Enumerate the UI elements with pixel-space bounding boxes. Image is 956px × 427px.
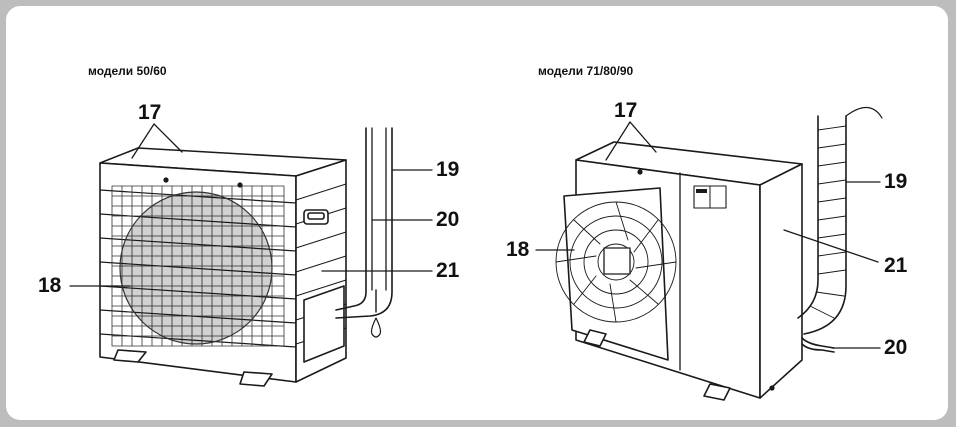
left-callout-21: 21 bbox=[436, 259, 460, 282]
right-callout-17: 17 bbox=[614, 99, 638, 122]
left-callout-19: 19 bbox=[436, 158, 460, 181]
left-callout-18: 18 bbox=[38, 274, 62, 297]
right-piping bbox=[797, 106, 883, 353]
right-callout-21: 21 bbox=[884, 254, 908, 277]
left-piping bbox=[335, 127, 393, 338]
right-leader-lines bbox=[535, 121, 881, 349]
left-leader-lines bbox=[69, 123, 433, 287]
right-model-caption: модели 71/80/90 bbox=[538, 64, 634, 78]
right-callout-19: 19 bbox=[884, 170, 908, 193]
left-model-caption: модели 50/60 bbox=[88, 64, 167, 78]
left-outdoor-unit bbox=[99, 147, 347, 387]
left-callout-17: 17 bbox=[138, 101, 162, 124]
right-outdoor-unit bbox=[555, 141, 803, 401]
right-callout-18: 18 bbox=[506, 238, 530, 261]
left-callout-20: 20 bbox=[436, 208, 460, 231]
right-callout-20: 20 bbox=[884, 336, 908, 359]
